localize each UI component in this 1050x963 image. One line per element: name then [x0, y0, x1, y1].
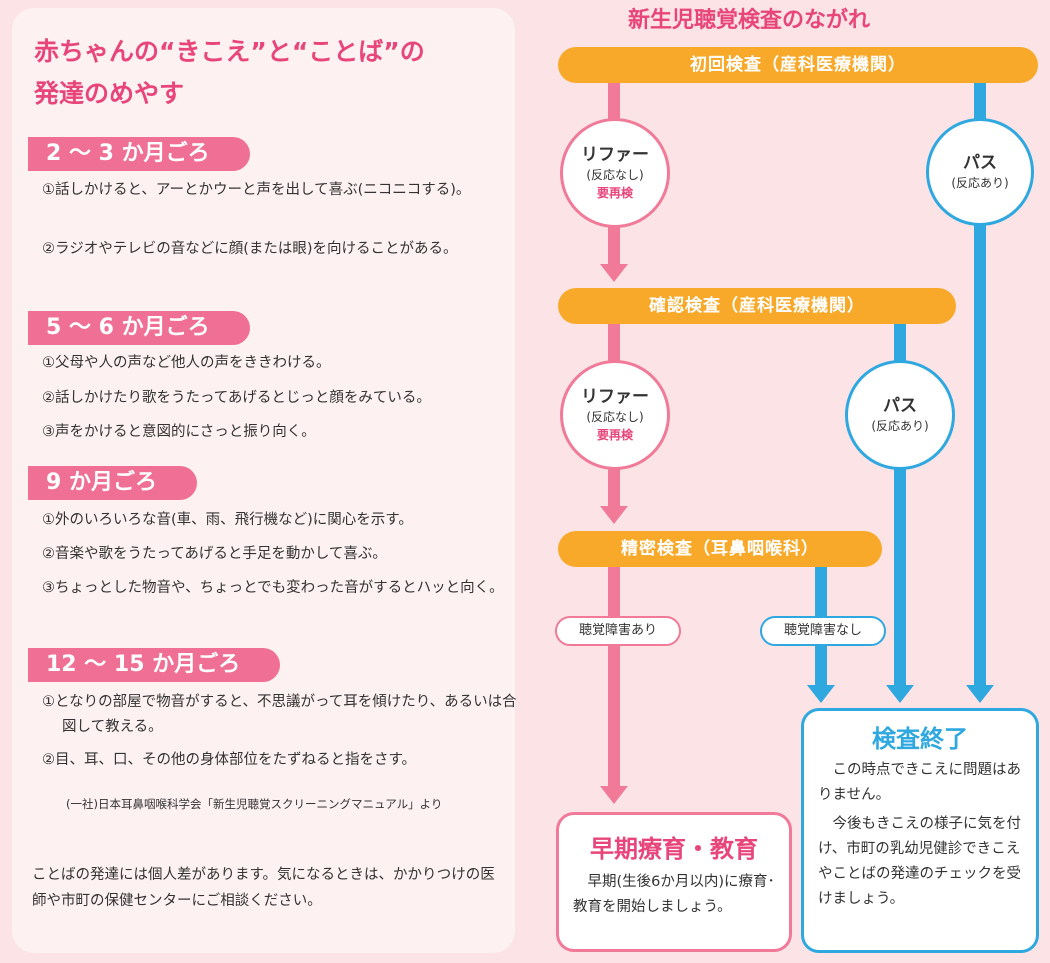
milestone-item: ①外のいろいろな音(車、雨、飛行機など)に関心を示す。 — [42, 512, 413, 528]
hearing-normal-pill: 聴覚障害なし — [760, 616, 886, 646]
pass-sub: (反応あり) — [871, 419, 929, 433]
pass-label: パス — [883, 396, 917, 416]
age-badge-12-15-months: 12 ～ 15 か月ごろ — [28, 648, 281, 682]
milestone-item: ②目、耳、口、その他の身体部位をたずねると指をさす。 — [42, 752, 417, 768]
flow-title: 新生児聴覚検査のながれ — [628, 8, 871, 33]
source-citation: (一社)日本耳鼻咽喉科学会「新生児聴覚スクリーニングマニュアル」より — [66, 797, 443, 811]
hearing-impaired-pill: 聴覚障害あり — [555, 616, 681, 646]
refer-result-2: リファー (反応なし) 要再検 — [560, 360, 670, 470]
test-complete-text-2: 今後もきこえの様子に気を付け、市町の乳幼児健診できこえやことばの発達のチェックを… — [818, 816, 1021, 907]
milestone-item: ②音楽や歌をうたってあげると手足を動かして喜ぶ。 — [42, 546, 387, 562]
guide-title-line2: 発達のめやす — [34, 79, 185, 108]
arrow-down-icon — [886, 685, 914, 703]
detailed-test-step: 精密検査（耳鼻咽喉科） — [558, 531, 882, 567]
arrow-down-icon — [966, 685, 994, 703]
milestone-item: ①話しかけると、アーとかウーと声を出して喜ぶ(ニコニコする)。 — [42, 182, 471, 198]
refer-sub: (反応なし) — [586, 410, 644, 424]
test-complete-title: 検査終了 — [872, 725, 968, 753]
refer-sub: (反応なし) — [586, 168, 644, 182]
pass-result-2: パス (反応あり) — [845, 360, 955, 470]
connector-line — [974, 82, 986, 686]
test-complete-box: 検査終了 この時点できこえに問題はありません。 今後もきこえの様子に気を付け、市… — [801, 708, 1039, 953]
refer-label: リファー — [581, 145, 649, 165]
arrow-down-icon — [807, 685, 835, 703]
milestone-item: ③声をかけると意図的にさっと振り向く。 — [42, 424, 316, 440]
arrow-down-icon — [600, 506, 628, 524]
pass-sub: (反応あり) — [951, 176, 1009, 190]
pass-result-1: パス (反応あり) — [926, 118, 1034, 226]
pass-label: パス — [963, 153, 997, 173]
early-intervention-text: 早期(生後6か月以内)に療育･教育を開始しましょう。 — [573, 874, 775, 915]
guide-title-line1: 赤ちゃんの“きこえ”と“ことば”の — [34, 37, 425, 66]
refer-label: リファー — [581, 387, 649, 407]
test-complete-text-1: この時点できこえに問題はありません。 — [818, 762, 1021, 803]
milestone-item: ②ラジオやテレビの音などに顔(または眼)を向けることがある。 — [42, 241, 458, 257]
retest-required: 要再検 — [596, 186, 633, 200]
age-badge-5-6-months: 5 ～ 6 か月ごろ — [28, 311, 250, 345]
early-intervention-title: 早期療育・教育 — [590, 835, 758, 863]
age-badge-2-3-months: 2 ～ 3 か月ごろ — [28, 137, 250, 171]
arrow-down-icon — [600, 786, 628, 804]
milestone-item: ①父母や人の声など他人の声をききわける。 — [42, 355, 331, 371]
arrow-down-icon — [600, 264, 628, 282]
age-badge-9-months: 9 か月ごろ — [28, 466, 197, 500]
refer-result-1: リファー (反応なし) 要再検 — [560, 118, 670, 228]
early-intervention-box: 早期療育・教育 早期(生後6か月以内)に療育･教育を開始しましょう。 — [556, 812, 792, 952]
initial-test-step: 初回検査（産科医療機関） — [558, 47, 1038, 83]
milestone-item: ②話しかけたり歌をうたってあげるとじっと顔をみている。 — [42, 390, 431, 406]
connector-line — [608, 565, 620, 787]
milestone-item: ③ちょっとした物音や、ちょっとでも変わった音がするとハッと向く。 — [42, 580, 504, 596]
retest-required: 要再検 — [596, 428, 633, 442]
milestone-item: ①となりの部屋で物音がすると、不思議がって耳を傾けたり、あるいは合図して教える。 — [42, 694, 517, 735]
advice-note: ことばの発達には個人差があります。気になるときは、かかりつけの医師や市町の保健セ… — [32, 867, 495, 909]
confirmation-test-step: 確認検査（産科医療機関） — [558, 288, 956, 324]
